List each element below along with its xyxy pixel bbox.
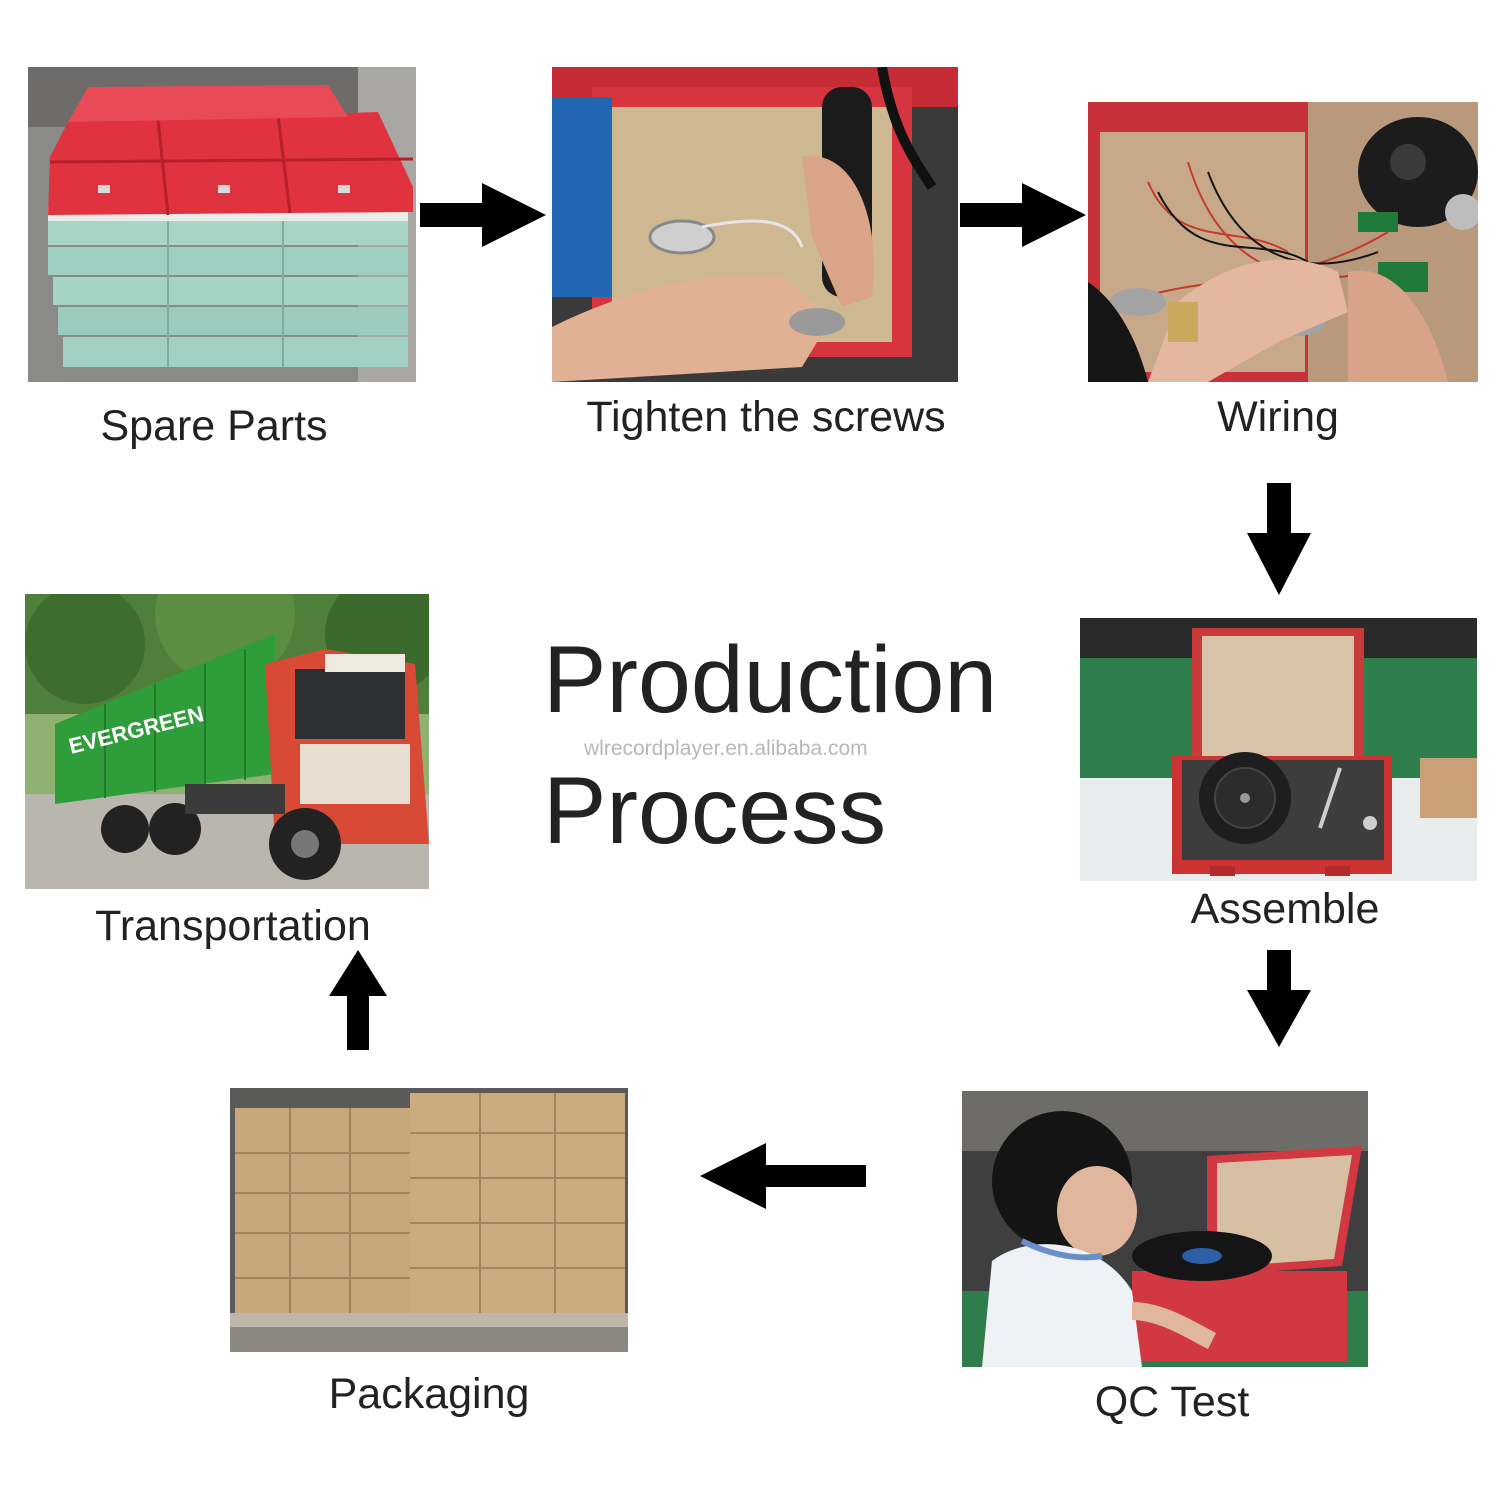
wiring-photo (1088, 102, 1478, 382)
step-label-tighten-screws: Tighten the screws (586, 393, 946, 441)
arrow-up-icon (329, 950, 387, 1050)
qc-test-photo (962, 1091, 1368, 1367)
transportation-photo: EVERGREEN (25, 594, 429, 889)
watermark: wlrecordplayer.en.alibaba.com (584, 737, 868, 760)
arrow-down-icon (1247, 950, 1311, 1047)
step-label-packaging: Packaging (328, 1370, 530, 1418)
arrow-left-icon (700, 1143, 866, 1209)
step-label-transportation: Transportation (95, 902, 371, 950)
title-line-1: Production (543, 627, 998, 733)
step-label-qc-test: QC Test (1094, 1378, 1250, 1426)
spare-parts-photo (28, 67, 416, 382)
title-line-2: Process (543, 758, 887, 864)
arrow-right-icon (960, 183, 1086, 247)
step-label-wiring: Wiring (1217, 393, 1339, 441)
assemble-photo (1080, 618, 1477, 881)
step-label-spare-parts: Spare Parts (100, 402, 328, 450)
arrow-right-icon (420, 183, 546, 247)
arrow-down-icon (1247, 483, 1311, 595)
tighten-screws-photo (552, 67, 958, 382)
packaging-photo (230, 1088, 628, 1352)
step-label-assemble: Assemble (1190, 885, 1380, 933)
